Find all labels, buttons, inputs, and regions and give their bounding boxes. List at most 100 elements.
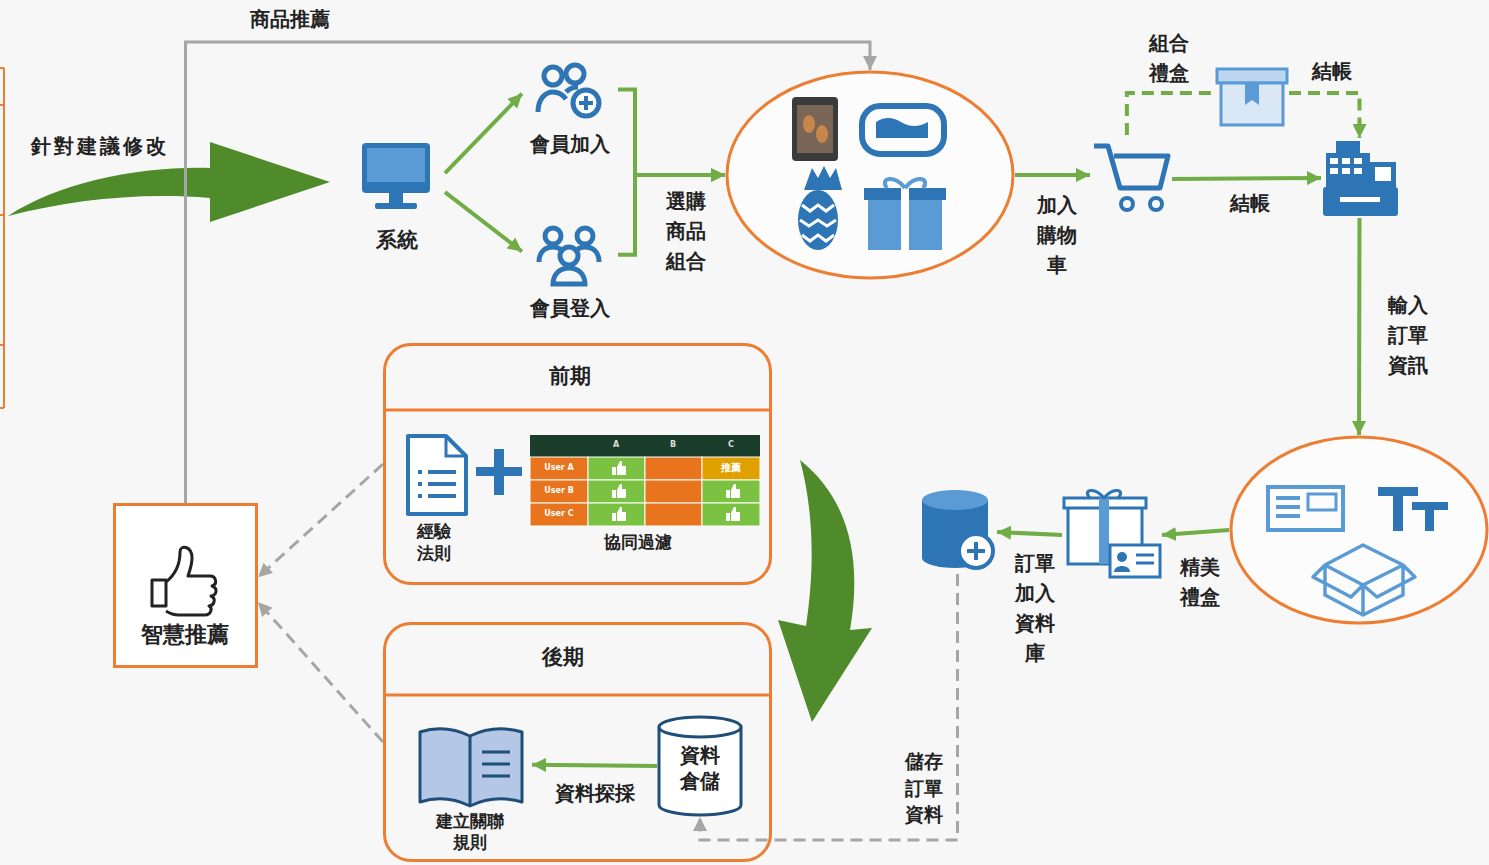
drawing-part: [152, 547, 216, 615]
drawing-part: [385, 409, 770, 412]
drawing-part: [967, 542, 985, 560]
icon-node: [1321, 138, 1398, 218]
left-bracket: [0, 68, 4, 408]
drawing-part: [530, 457, 588, 480]
big-down-arrow: [778, 460, 872, 722]
drawing-part: [659, 727, 741, 815]
drawing-part: [544, 67, 562, 85]
drawing-part: [1425, 502, 1434, 531]
drawing-part: [702, 480, 760, 503]
connector: [997, 532, 1062, 535]
drawing-part: [575, 247, 599, 262]
connector: [1127, 93, 1213, 135]
icon-node: [1090, 135, 1172, 215]
drawing-part: [1231, 437, 1487, 623]
drawing-part: [1330, 158, 1338, 164]
edge-label: 選購商品組合: [661, 186, 711, 276]
icon-node: [1062, 488, 1162, 582]
icon-node: 建立關聯規則: [408, 720, 532, 860]
phase-panel: 資料倉儲建立關聯規則後期: [383, 622, 772, 862]
drawing-part: [1114, 566, 1130, 572]
drawing-part: [1245, 83, 1259, 105]
drawing-part: [803, 115, 815, 133]
node-text: 資料倉儲: [677, 742, 723, 794]
drawing-part: [367, 148, 425, 182]
drawing-part: [922, 490, 988, 510]
edge-label: 結帳: [1228, 188, 1272, 218]
drawing-part: [566, 65, 584, 83]
drawing-part: [1136, 555, 1154, 563]
connector: [532, 765, 657, 766]
drawing-part: [1094, 146, 1168, 188]
connector: [1289, 93, 1360, 138]
drawing-part: [1330, 168, 1338, 174]
connector: [618, 90, 725, 175]
icon-node: 會員登入: [522, 220, 618, 325]
drawing-part: [792, 97, 838, 161]
drawing-part: [538, 92, 566, 112]
connector: [1015, 173, 1090, 177]
drawing-part: [1313, 545, 1415, 615]
process-box: 智慧推薦: [113, 503, 258, 668]
drawing-part: [702, 503, 760, 526]
drawing-part: [726, 484, 740, 498]
drawing-part: [959, 534, 993, 568]
drawing-part: [1268, 487, 1343, 530]
drawing-part: [1336, 141, 1360, 153]
drawing-part: [545, 228, 561, 244]
drawing-part: [1375, 167, 1391, 181]
table-cell: B: [670, 440, 676, 450]
drawing-part: [539, 228, 599, 284]
drawing-part: [1276, 498, 1300, 516]
drawing-part: [588, 480, 645, 503]
connector: [1162, 530, 1229, 535]
drawing-part: [645, 503, 702, 526]
bracket-line: [3, 68, 5, 408]
drawing-part: [645, 480, 702, 503]
connector: [258, 602, 383, 742]
drawing-part: [579, 96, 593, 110]
node-illustration: [918, 490, 997, 574]
node-text: 前期: [549, 364, 591, 389]
icon-node: [1229, 435, 1489, 625]
drawing-part: [612, 461, 626, 475]
icon-node: [918, 490, 997, 574]
drawing-part: [876, 118, 928, 138]
icon-node: 系統: [350, 135, 445, 262]
node-text: 經驗法則: [414, 520, 453, 564]
table-cell: C: [728, 440, 734, 450]
drawing-part: [1342, 158, 1350, 164]
drawing-part: [588, 503, 645, 526]
drawing-part: [1087, 490, 1120, 498]
drawing-part: [362, 143, 430, 193]
table-cell: User C: [544, 509, 573, 519]
node-illustration: [1321, 138, 1398, 218]
drawing-part: [375, 203, 417, 209]
edge-label: 精美禮盒: [1175, 552, 1225, 612]
drawing-part: [1217, 69, 1287, 83]
table-cell: User A: [544, 463, 574, 473]
drawing-part: [901, 188, 909, 250]
connector: [445, 94, 522, 173]
icon-node: 經驗法則: [400, 430, 472, 575]
table-cell: A: [613, 440, 619, 450]
drawing-part: [1354, 158, 1362, 164]
edge-label: 加入購物車: [1032, 190, 1082, 280]
drawing-part: [389, 193, 403, 203]
edge-label: 訂單加入資料庫: [1010, 548, 1060, 668]
drawing-part: [446, 436, 466, 456]
drawing-part: [1110, 545, 1160, 577]
drawing-part: [1099, 498, 1109, 564]
icon-node: 資料倉儲: [657, 715, 743, 817]
drawing-part: [482, 752, 510, 776]
node-text: 會員加入: [530, 132, 610, 156]
drawing-part: [726, 507, 740, 521]
drawing-part: [577, 228, 593, 244]
node-text: 協同過濾: [604, 532, 672, 552]
node-text: 系統: [376, 228, 418, 253]
drawing-part: [494, 449, 504, 495]
drawing-part: [1150, 198, 1162, 210]
node-illustration: [1213, 66, 1289, 128]
table-cell: 推薦: [721, 462, 741, 474]
drawing-part: [385, 694, 770, 697]
